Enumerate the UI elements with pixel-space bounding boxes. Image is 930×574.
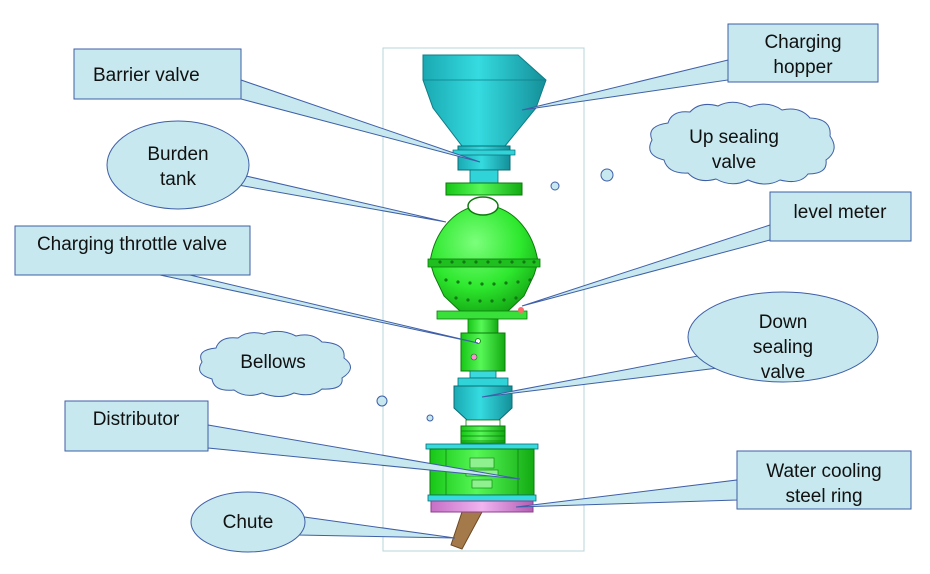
equipment-frame — [382, 47, 585, 552]
up-sealing-valve-label-line2: valve — [712, 152, 756, 173]
callout-level-meter: level meter — [521, 191, 912, 307]
down-sealing-valve-label-line3: valve — [761, 362, 805, 383]
bubble — [426, 414, 434, 422]
callout-chute: Chute — [190, 491, 456, 553]
down-sealing-valve-label-line2: sealing — [753, 337, 813, 358]
callout-burden-tank: Burden tank — [106, 120, 447, 223]
barrier-valve-label: Barrier valve — [93, 65, 200, 86]
charging-throttle-valve-label: Charging throttle valve — [37, 234, 227, 255]
bubble — [550, 181, 560, 191]
bubble — [376, 395, 388, 407]
charging-hopper-label-line1: Charging — [764, 32, 841, 53]
callout-charging-hopper: Charging hopper — [521, 23, 879, 111]
down-sealing-valve-label-line1: Down — [759, 312, 808, 333]
water-cooling-steel-ring-label-line2: steel ring — [785, 486, 862, 507]
charging-hopper-shape — [422, 54, 547, 147]
level-meter-label: level meter — [794, 202, 888, 223]
bellows-label: Bellows — [240, 352, 305, 373]
burden-tank-label-line1: Burden — [147, 144, 208, 165]
callout-charging-throttle-valve: Charging throttle valve — [14, 225, 479, 344]
level-meter-dot — [518, 307, 524, 313]
bubble — [600, 168, 614, 182]
charging-throttle-valve-shape — [460, 332, 506, 372]
cloud-up-sealing-valve: Up sealing valve — [649, 101, 835, 185]
down-sealing-valve-shape — [453, 385, 513, 421]
callout-down-sealing-valve: Down sealing valve — [481, 291, 879, 398]
chute-pipe — [450, 511, 483, 550]
cloud-bellows: Bellows — [199, 330, 351, 397]
callout-water-cooling-steel-ring: Water cooling steel ring — [515, 450, 912, 510]
water-cooling-steel-ring-label-line1: Water cooling — [766, 461, 881, 482]
callout-barrier-valve: Barrier valve — [73, 48, 481, 163]
distributor-label: Distributor — [93, 409, 180, 430]
chute-label: Chute — [223, 512, 274, 533]
bellows-shape — [460, 425, 506, 444]
burden-tank-label-line2: tank — [160, 169, 196, 190]
callout-distributor: Distributor — [64, 400, 521, 480]
up-sealing-valve-label-line1: Up sealing — [689, 127, 779, 148]
charging-hopper-label-line2: hopper — [773, 57, 833, 78]
